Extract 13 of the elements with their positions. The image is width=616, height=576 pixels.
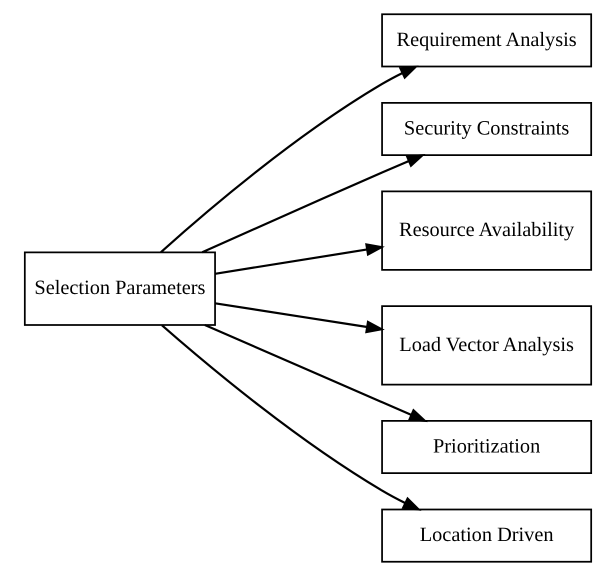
arrow <box>161 324 422 511</box>
node-box: Prioritization <box>381 420 592 474</box>
arrow <box>204 324 428 422</box>
node-box: Resource Availability <box>381 190 592 271</box>
arrow <box>160 65 419 253</box>
node-box: Security Constraints <box>381 102 592 156</box>
arrow <box>214 302 385 334</box>
arrow <box>202 154 426 254</box>
node-box: Load Vector Analysis <box>381 305 592 386</box>
node-box: Location Driven <box>381 508 592 563</box>
arrow <box>214 243 385 275</box>
node-box: Selection Parameters <box>24 252 216 326</box>
node-box: Requirement Analysis <box>381 13 592 68</box>
